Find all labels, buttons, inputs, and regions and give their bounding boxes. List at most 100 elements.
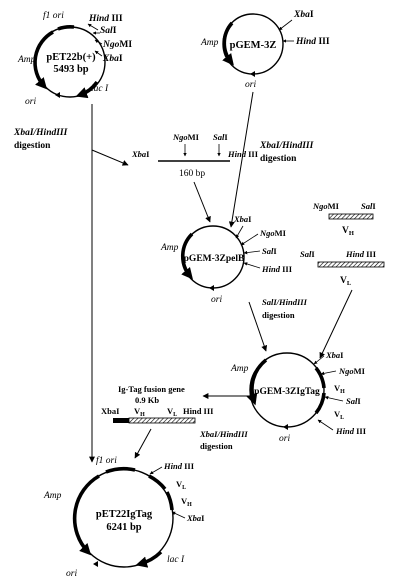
flow-arrows: [89, 91, 353, 463]
xba-label: XbaI: [293, 10, 314, 20]
plasmid-pet22igtag: f1 ori Hind III VL VH XbaI Amp pET22IgTa…: [43, 455, 205, 579]
svg-text:digestion: digestion: [14, 141, 51, 151]
vl-insert-arc: [148, 474, 167, 491]
vh-insert-arc: [165, 491, 174, 511]
vh-label: VH: [181, 496, 192, 508]
digestion-label-bottom: XbaI/HindIII digestion: [199, 429, 248, 451]
amp-gene-arc: [246, 358, 268, 406]
plasmid-name: pGEM-3ZpelB: [184, 254, 245, 264]
xba-label: XbaI: [102, 54, 123, 64]
digestion-label-sal-hind: SalI/HindIII digestion: [262, 297, 308, 320]
ngo-label: NgoMI: [259, 228, 287, 238]
svg-text:XbaI/HindIII: XbaI/HindIII: [13, 128, 68, 138]
sal-label: SalI: [213, 132, 228, 142]
ori-label: ori: [211, 295, 222, 305]
arrow-pelb-to-igtag: [248, 301, 268, 352]
ngo-arrow: [240, 233, 259, 246]
ori-marker: [209, 285, 214, 291]
amp-label: Amp: [43, 491, 62, 501]
hind-label: Hind III: [345, 249, 377, 259]
ori-marker: [55, 92, 60, 98]
fragment-size: 160 bp: [179, 169, 205, 179]
fragment-vl: SalI Hind III VL: [300, 249, 385, 287]
hind-label: Hind III: [261, 264, 293, 274]
sal-label: SalI: [361, 201, 376, 211]
igtag-fusion-gene: Ig-Tag fusion gene 0.9 Kb XbaI VH VL Hin…: [101, 384, 214, 424]
digestion-label-right: XbaI/HindIII digestion: [259, 141, 314, 164]
svg-text:digestion: digestion: [262, 310, 295, 320]
xba-label: XbaI: [186, 513, 205, 523]
pelb-segment: [113, 418, 129, 423]
xba-label: XbaI: [101, 406, 120, 416]
plasmid-name: pET22b(+): [46, 52, 96, 63]
svg-text:XbaI/HindIII: XbaI/HindIII: [199, 429, 248, 439]
ori-label: ori: [279, 434, 290, 444]
plasmid-size: 6241 bp: [106, 522, 141, 533]
igtag-size: 0.9 Kb: [135, 395, 159, 405]
vl-label: VL: [334, 409, 344, 421]
vh-bar: [328, 213, 374, 220]
fragment-vh: NgoMI SalI VH: [312, 201, 376, 237]
arrow-gene-to-final: [134, 428, 152, 459]
vl-label: VL: [340, 276, 352, 287]
f1-ori-arc: [105, 466, 136, 474]
xba-arrow: [313, 355, 325, 365]
digestion-label-left: XbaI/HindIII digestion: [13, 128, 68, 151]
plasmid-name: pGEM-3Z: [230, 40, 277, 51]
vl-label: VL: [176, 479, 186, 491]
amp-label: Amp: [230, 364, 249, 374]
plasmid-name: pET22IgTag: [96, 509, 153, 520]
amp-gene-arc: [72, 474, 100, 556]
ori-label: ori: [25, 97, 36, 107]
xba-label: XbaI: [325, 350, 344, 360]
vl-label: VL: [167, 406, 177, 418]
plasmid-size: 5493 bp: [53, 64, 88, 75]
amp-gene-arc: [180, 232, 194, 280]
sal-label: SalI: [100, 26, 117, 36]
igtag-title: Ig-Tag fusion gene: [118, 384, 185, 394]
vh-label: VH: [334, 383, 345, 395]
f1-ori-label: f1 ori: [96, 455, 117, 466]
ori-marker: [283, 424, 288, 430]
laci-label: lac I: [167, 555, 185, 565]
svg-text:XbaI/HindIII: XbaI/HindIII: [259, 141, 314, 151]
xba-arrow: [278, 19, 293, 31]
sal-label: SalI: [300, 249, 315, 259]
ori-marker: [250, 71, 255, 77]
ngo-label: NgoMI: [312, 201, 340, 211]
svg-text:digestion: digestion: [260, 154, 297, 164]
hind-arrow: [87, 23, 99, 31]
ori-label: ori: [66, 569, 77, 579]
ngo-arrow: [320, 370, 337, 376]
hind-arrow: [149, 466, 163, 475]
sal-arrow: [243, 250, 261, 255]
xba-arrow: [171, 511, 186, 519]
vl-bar: [317, 261, 385, 268]
ngo-label: NgoMI: [338, 366, 366, 376]
laci-gene-arc: [135, 550, 163, 568]
ngo-label: NgoMI: [172, 132, 200, 142]
svg-text:digestion: digestion: [200, 441, 233, 451]
plasmid-pet22b: f1 ori Hind III SalI NgoMI XbaI Amp pET2…: [17, 10, 132, 107]
hind-label: Hind III: [335, 426, 367, 436]
vl-insert-arc: [314, 392, 326, 415]
xba-arrow: [94, 50, 103, 57]
laci-gene-arc: [75, 80, 99, 99]
hind-label: Hind III: [295, 37, 330, 47]
amp-label: Amp: [17, 55, 36, 65]
plasmid-name: pGEM-3ZIgTag: [254, 387, 320, 397]
hind-arrow: [317, 419, 334, 431]
xba-arrow: [235, 225, 244, 239]
arrow-pet22b-to-fragment: [91, 149, 129, 166]
ngo-label: NgoMI: [102, 40, 132, 50]
vh-label: VH: [342, 226, 354, 237]
vh-vl-segment: [128, 417, 196, 424]
hind-label: Hind III: [227, 149, 259, 159]
laci-label: lac I: [91, 84, 109, 94]
amp-gene-arc: [222, 21, 234, 66]
fragment-160bp: NgoMI SalI XbaI Hind III 160 bp: [131, 132, 259, 179]
sal-label: SalI: [262, 246, 277, 256]
amp-gene-arc: [33, 30, 54, 90]
amp-label: Amp: [200, 38, 219, 48]
